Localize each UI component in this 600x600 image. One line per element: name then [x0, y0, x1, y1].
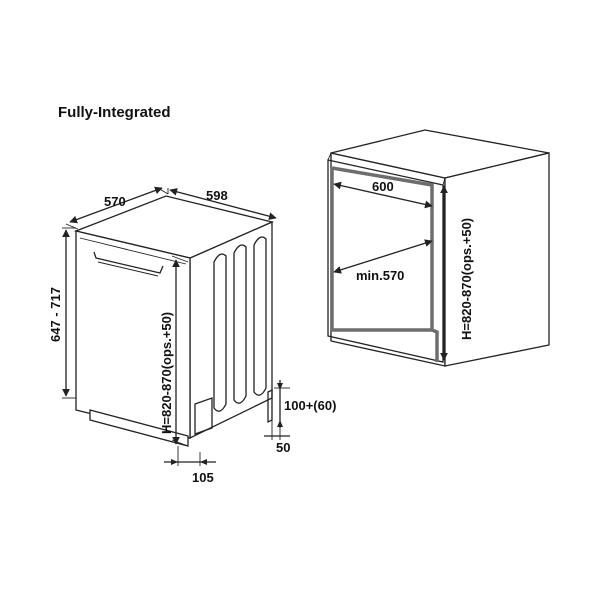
side-rib-3: [253, 236, 267, 396]
depth-label: 570: [104, 194, 126, 209]
installed-height-label: H=820-870(ops.+50): [159, 312, 174, 434]
width-dimension-line: [169, 188, 277, 220]
plinth-depth-label: 50: [276, 440, 290, 455]
front-offset-label: 105: [192, 470, 214, 485]
door-handle: [93, 251, 164, 274]
niche-depth-label: min.570: [356, 268, 404, 283]
depth-dimension-line: [69, 186, 163, 224]
dishwasher-drawing: 570 598 647 - 717 H=820-870(ops.+50) 105…: [48, 186, 336, 485]
cabinet-niche-drawing: 600 min.570 H=820-870(ops.+50): [327, 129, 550, 367]
niche-width-dimension-line: [333, 181, 433, 209]
niche-height-label: H=820-870(ops.+50): [459, 218, 474, 340]
niche-width-label: 600: [372, 179, 394, 194]
side-rib-2: [233, 244, 247, 404]
dishwasher-front-door: [75, 230, 191, 439]
width-label: 598: [206, 188, 228, 203]
niche-depth-dimension-line: [333, 239, 433, 274]
plinth-height-label: 100+(60): [284, 398, 336, 413]
dishwasher-side-panel: [189, 221, 273, 440]
height-range-label: 647 - 717: [48, 287, 63, 342]
diagram-title: Fully-Integrated: [58, 104, 171, 121]
side-rib-1: [213, 253, 227, 412]
niche-opening: [327, 159, 444, 363]
